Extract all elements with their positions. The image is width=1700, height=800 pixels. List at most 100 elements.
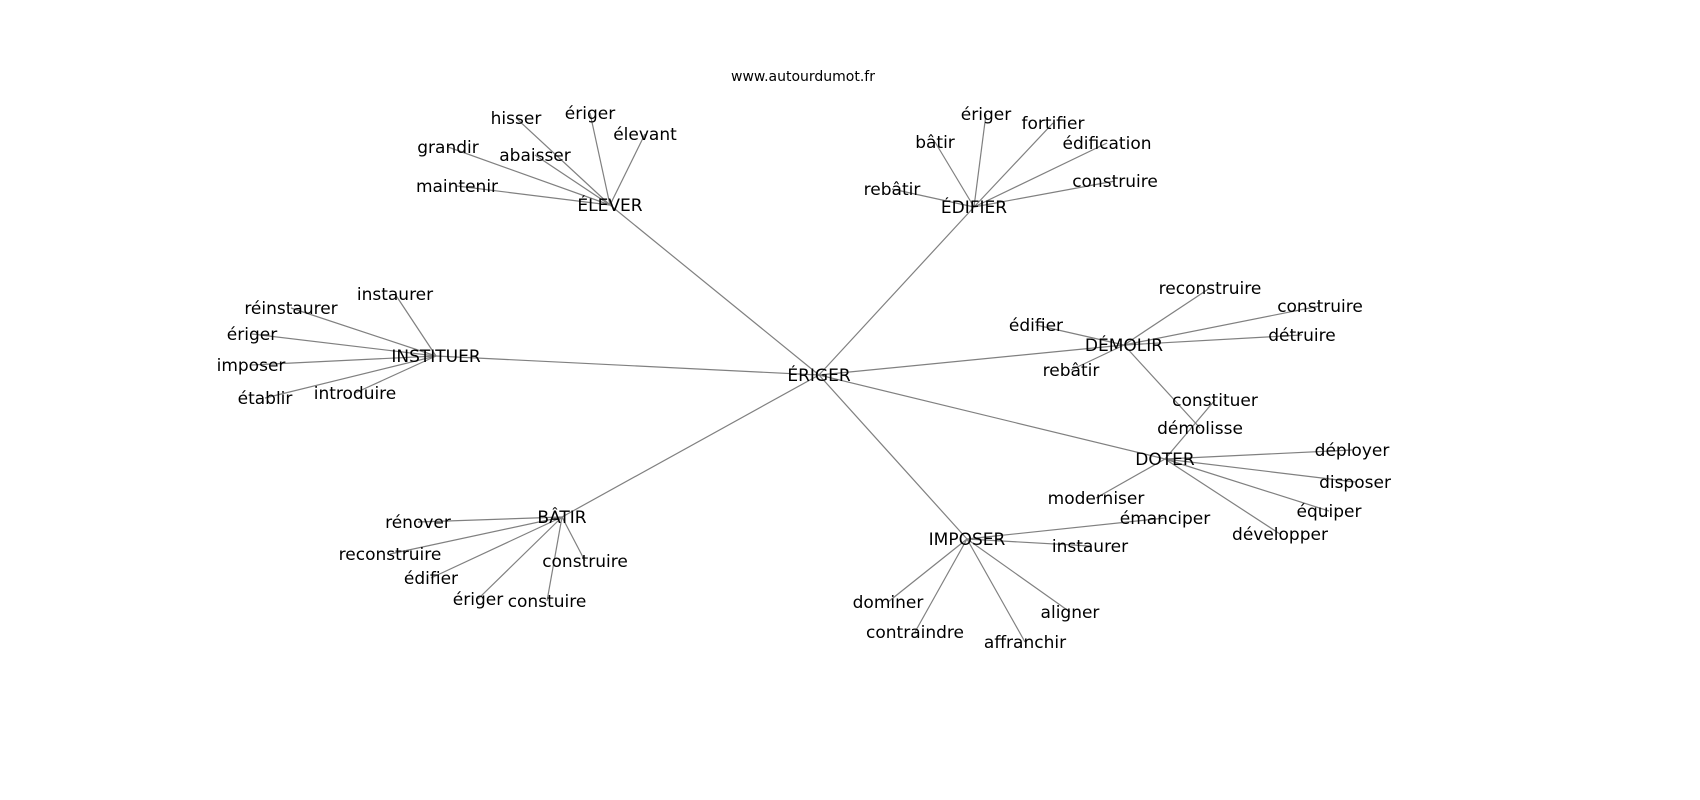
edge-hub-child	[1095, 458, 1166, 499]
edge-center-hub	[435, 355, 820, 376]
edge-hub-child	[934, 141, 975, 208]
child-word-node[interactable]: reconstruire	[339, 545, 442, 565]
edge-hub-child	[417, 516, 563, 523]
child-word-node[interactable]: rénover	[385, 513, 451, 533]
edge-hub-child	[609, 133, 646, 206]
child-word-node[interactable]: ériger	[565, 104, 615, 124]
edge-hub-child	[973, 180, 1116, 208]
child-word-node[interactable]: disposer	[1319, 473, 1391, 493]
child-word-node[interactable]: construire	[1277, 297, 1363, 317]
child-word-node[interactable]: reconstruire	[1159, 279, 1262, 299]
child-word-node[interactable]: rebâtir	[1043, 361, 1100, 381]
edge-hub-child	[887, 538, 968, 603]
child-word-node[interactable]: émanciper	[1120, 509, 1211, 529]
hub-word-node[interactable]: DÉMOLIR	[1085, 334, 1163, 356]
edge-hub-child	[914, 538, 968, 633]
edge-hub-child	[973, 122, 1054, 208]
edge-hub-child	[1123, 344, 1201, 429]
edge-hub-child	[973, 142, 1108, 208]
child-word-node[interactable]: instaurer	[1052, 537, 1128, 557]
child-word-node[interactable]: constituer	[1172, 391, 1258, 411]
edge-hub-child	[389, 516, 563, 555]
child-word-node[interactable]: affranchir	[984, 633, 1066, 653]
edge-hub-child	[1164, 458, 1281, 535]
child-word-node[interactable]: ériger	[227, 325, 277, 345]
child-word-node[interactable]: fortifier	[1022, 114, 1085, 134]
hub-word-node[interactable]: BÂTIR	[537, 506, 586, 528]
edge-center-hub	[818, 374, 1166, 460]
edge-hub-child	[966, 538, 1071, 613]
child-word-node[interactable]: construire	[542, 552, 628, 572]
child-word-node[interactable]: imposer	[217, 356, 286, 376]
child-word-node[interactable]: instaurer	[357, 285, 433, 305]
hub-word-node[interactable]: IMPOSER	[929, 530, 1006, 550]
edge-hub-child	[966, 517, 1166, 540]
edge-center-hub	[609, 204, 820, 376]
child-word-node[interactable]: élevant	[613, 125, 677, 145]
edges	[250, 112, 1356, 643]
child-word-node[interactable]: abaisser	[499, 146, 571, 166]
edge-center-hub	[561, 374, 820, 518]
child-word-node[interactable]: dominer	[853, 593, 924, 613]
edge-hub-child	[966, 538, 1026, 643]
edge-hub-child	[1035, 324, 1125, 346]
child-word-node[interactable]: moderniser	[1048, 489, 1145, 509]
edge-hub-child	[394, 293, 437, 357]
child-word-node[interactable]: constuire	[508, 592, 587, 612]
edge-hub-child	[456, 185, 611, 206]
child-word-node[interactable]: bâtir	[915, 133, 955, 153]
child-word-node[interactable]: hisser	[491, 109, 542, 129]
hub-word-node[interactable]: ÉLEVER	[577, 194, 642, 216]
child-word-node[interactable]: développer	[1232, 525, 1328, 545]
labels: maintenirgrandirhisserabaisserérigerélev…	[217, 104, 1391, 653]
child-word-node[interactable]: édification	[1062, 134, 1151, 154]
edge-hub-child	[1123, 287, 1211, 346]
edge-hub-child	[1164, 458, 1356, 483]
edge-hub-child	[589, 112, 611, 206]
edge-hub-child	[264, 355, 437, 399]
edge-hub-child	[1164, 399, 1216, 460]
child-word-node[interactable]: construire	[1072, 172, 1158, 192]
edge-hub-child	[561, 516, 586, 562]
child-word-node[interactable]: établir	[238, 389, 293, 409]
edge-hub-child	[966, 538, 1091, 547]
child-word-node[interactable]: ériger	[453, 590, 503, 610]
edge-hub-child	[515, 117, 611, 206]
child-word-node[interactable]: démolisse	[1157, 419, 1243, 439]
edge-hub-child	[477, 516, 563, 600]
child-word-node[interactable]: édifier	[1009, 316, 1063, 336]
child-word-node[interactable]: maintenir	[416, 177, 498, 197]
edge-hub-child	[290, 307, 437, 357]
edge-hub-child	[250, 355, 437, 366]
site-title: www.autourdumot.fr	[731, 69, 875, 85]
edge-hub-child	[430, 516, 563, 579]
edge-hub-child	[891, 188, 975, 208]
child-word-node[interactable]: introduire	[314, 384, 397, 404]
edge-hub-child	[1164, 458, 1330, 512]
edge-hub-child	[1123, 305, 1321, 346]
edge-hub-child	[534, 154, 611, 206]
child-word-node[interactable]: rebâtir	[864, 180, 921, 200]
child-word-node[interactable]: édifier	[404, 569, 458, 589]
edge-hub-child	[251, 333, 437, 357]
child-word-node[interactable]: déployer	[1315, 441, 1390, 461]
child-word-node[interactable]: contraindre	[866, 623, 964, 643]
child-word-node[interactable]: équiper	[1297, 502, 1362, 522]
child-word-node[interactable]: détruire	[1268, 326, 1335, 346]
child-word-node[interactable]: grandir	[417, 138, 478, 158]
edge-center-hub	[818, 206, 975, 376]
edge-hub-child	[1070, 344, 1125, 371]
edge-center-hub	[818, 374, 968, 540]
edge-hub-child	[354, 355, 437, 394]
center-word-node[interactable]: ÉRIGER	[787, 364, 850, 386]
edge-hub-child	[1123, 334, 1303, 346]
hub-word-node[interactable]: ÉDIFIER	[941, 196, 1007, 218]
child-word-node[interactable]: aligner	[1041, 603, 1100, 623]
hub-word-node[interactable]: INSTITUER	[391, 347, 480, 367]
edge-center-hub	[818, 344, 1125, 376]
edge-hub-child	[546, 516, 563, 602]
child-word-node[interactable]: ériger	[961, 105, 1011, 125]
hub-word-node[interactable]: DOTER	[1135, 450, 1195, 470]
child-word-node[interactable]: réinstaurer	[244, 299, 337, 319]
